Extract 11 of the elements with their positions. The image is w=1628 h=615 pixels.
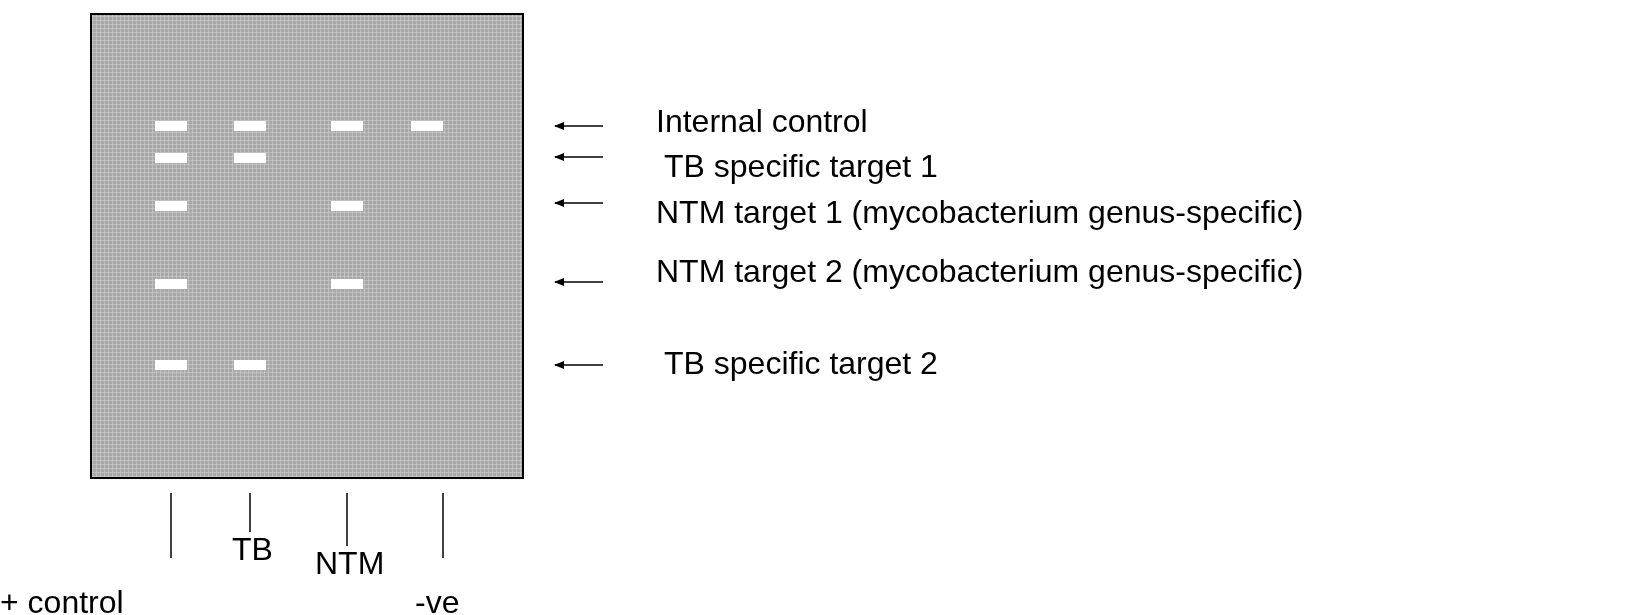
lane-label: NTM: [315, 546, 385, 580]
band-label: TB specific target 2: [664, 346, 938, 380]
band-label: TB specific target 1: [664, 149, 938, 183]
leader-line: [346, 492, 348, 547]
leader-line: [249, 492, 251, 533]
lane-label: -ve: [415, 585, 460, 615]
lane-label: + control: [0, 585, 124, 615]
band-label: NTM target 1 (mycobacterium genus-specific): [656, 195, 1304, 229]
band-label: NTM target 2 (mycobacterium genus-specific): [656, 254, 1304, 288]
lane-label: TB: [232, 532, 273, 566]
band-label: Internal control: [656, 104, 868, 138]
